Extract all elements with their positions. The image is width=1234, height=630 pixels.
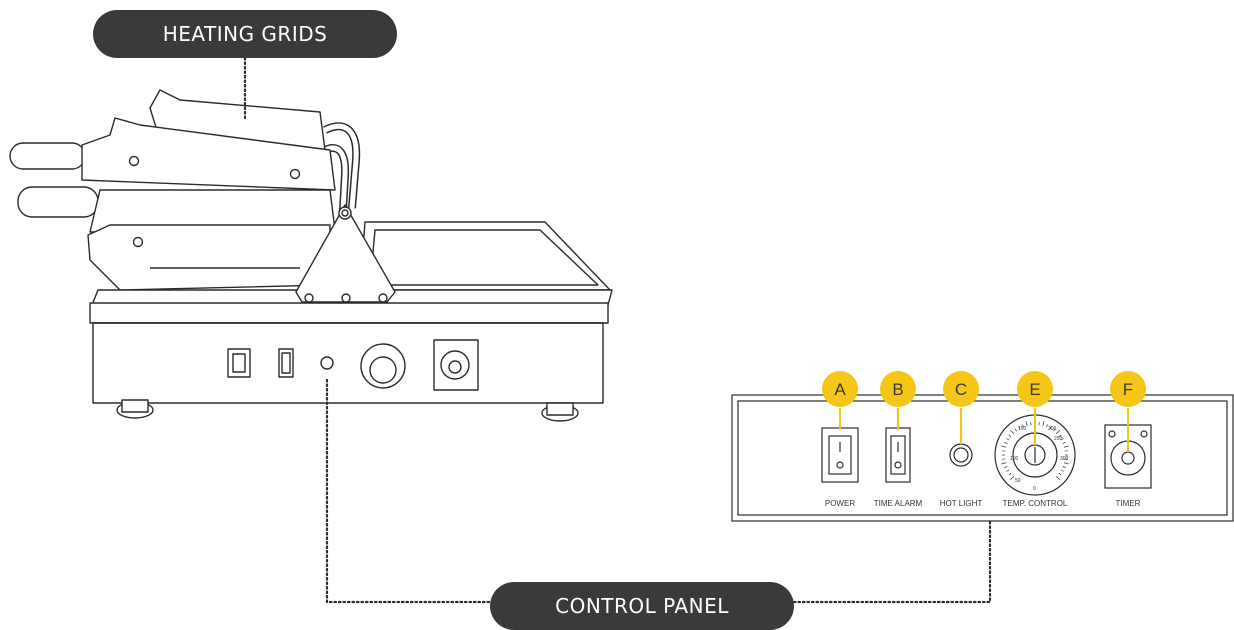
svg-text:F: F bbox=[1123, 380, 1133, 399]
lower-handle bbox=[18, 187, 98, 217]
griddle-plate bbox=[360, 222, 610, 290]
dial-tick-label: 50 bbox=[1015, 478, 1021, 484]
dial-tick-label: 150 bbox=[1018, 426, 1027, 432]
svg-text:A: A bbox=[834, 380, 846, 399]
upper-handle bbox=[10, 143, 85, 169]
machine-hot-light bbox=[321, 357, 333, 369]
dial-tick-label: 250 bbox=[1054, 436, 1063, 442]
label-power: POWER bbox=[825, 499, 855, 508]
control-panel-detail bbox=[732, 395, 1233, 521]
label-timer: TIMER bbox=[1116, 499, 1141, 508]
control-panel-leader-right bbox=[794, 522, 990, 602]
label-hot-light: HOT LIGHT bbox=[940, 499, 983, 508]
dial-tick-label: 100 bbox=[1010, 456, 1019, 462]
dial-tick-label: 0 bbox=[1033, 486, 1036, 492]
control-panel-callout: CONTROL PANEL bbox=[490, 582, 794, 630]
dial-tick-label: 200 bbox=[1048, 426, 1057, 432]
svg-text:E: E bbox=[1029, 380, 1040, 399]
heating-grids-callout: HEATING GRIDS bbox=[93, 10, 397, 58]
control-panel-leader-left bbox=[327, 380, 490, 602]
base-rim bbox=[90, 303, 608, 323]
dial-tick-label: 300 bbox=[1060, 456, 1069, 462]
lower-mold bbox=[88, 225, 330, 290]
svg-text:B: B bbox=[892, 380, 903, 399]
svg-text:C: C bbox=[955, 380, 967, 399]
label-temp-control: TEMP. CONTROL bbox=[1003, 499, 1068, 508]
base-body bbox=[93, 323, 603, 403]
label-time-alarm: TIME ALARM bbox=[874, 499, 923, 508]
